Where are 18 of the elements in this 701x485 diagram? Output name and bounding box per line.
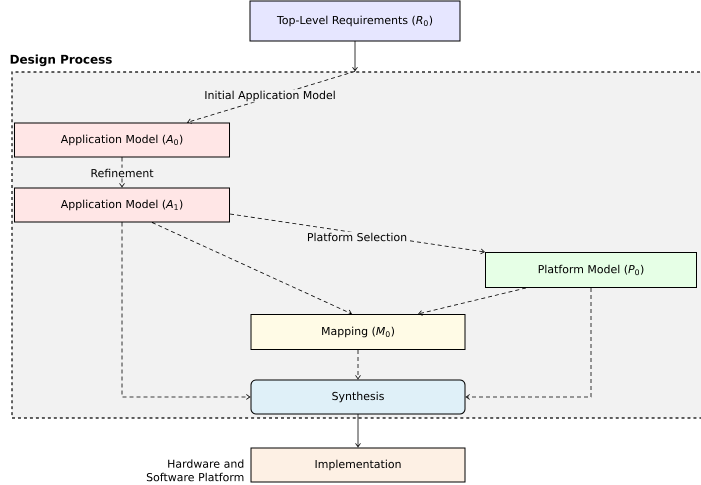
implementation-box: Implementation	[250, 447, 466, 482]
arrow	[119, 157, 125, 188]
arrow	[122, 222, 250, 400]
edge-label: Initial Application Model	[203, 90, 337, 102]
arrow	[352, 41, 358, 72]
model-box: Application Model (A$_{1}$)	[14, 187, 230, 222]
mapping-box: Mapping (M$_{0}$)	[250, 314, 466, 350]
model-box: Application Model (A$_{0}$)	[14, 122, 230, 158]
arrow	[418, 288, 526, 316]
region-heading: Design Process	[10, 54, 112, 66]
arrow	[355, 350, 361, 380]
requirements-box: Top-Level Requirements (R$_{0}$)	[250, 0, 460, 42]
side-note: Hardware and Software Platform	[146, 459, 244, 482]
synthesis-box: Synthesis	[250, 379, 466, 414]
arrow	[355, 414, 361, 448]
arrow	[152, 222, 352, 315]
model-box: Platform Model (P$_{0}$)	[485, 252, 697, 288]
arrow	[466, 288, 592, 400]
